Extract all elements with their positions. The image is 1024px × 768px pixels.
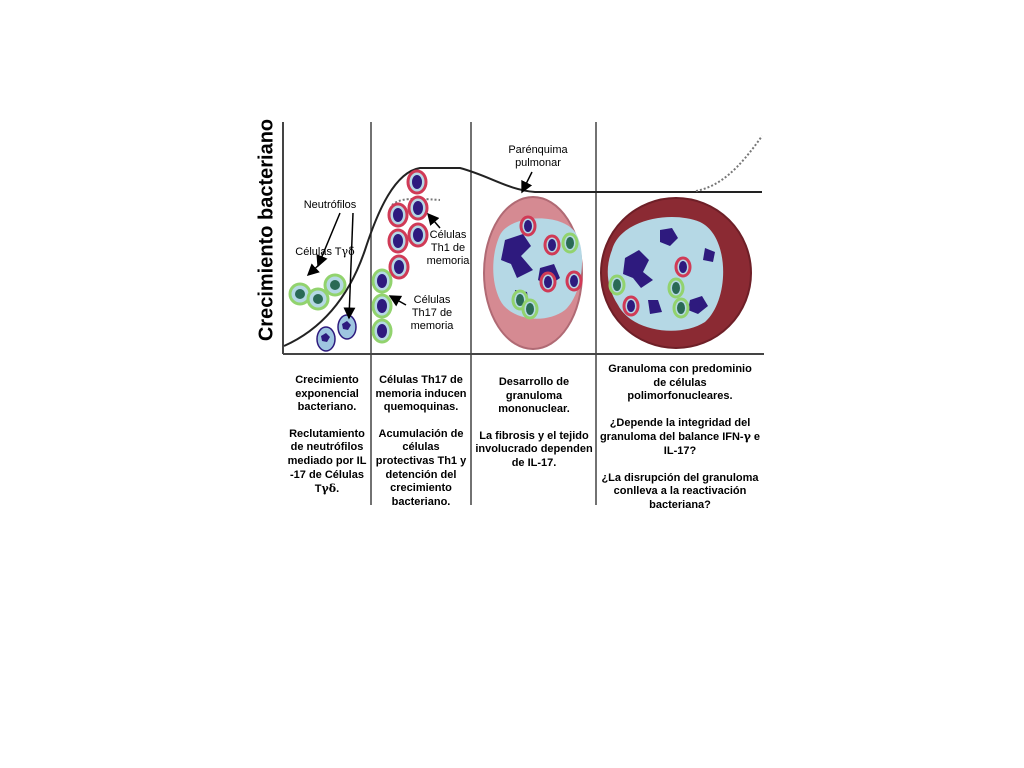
panel-1-text: Crecimiento exponencial bacteriano. Recl… [287,374,367,497]
panel-3-text: Desarrollo de granuloma mononuclear. La … [474,376,594,471]
arrow-parenquima [521,171,533,194]
tgd-cells [288,273,347,311]
panel-1-p2: Reclutamiento de neutrófilos mediado por… [287,428,367,497]
panel-1-p1: Crecimiento exponencial bacteriano. [295,374,359,414]
panel-1-p2-suffix: . [336,483,340,496]
panel-4-text: Granuloma con predominio de células poli… [597,363,763,512]
growth-curve [283,167,762,347]
panel-2-p1: Células Th17 de memoria inducen quemoqui… [375,374,467,414]
label-th17: Células Th17 de memoria [410,294,454,332]
neutrophil-cells [316,314,357,352]
growth-curve-dotted [391,197,441,206]
arrow-neutrofilos-2 [343,212,356,320]
arrow-tgd [306,261,323,277]
panel-2-text: Células Th17 de memoria inducen quemoqui… [372,374,470,509]
panel-4-p1: Granuloma con predominio de células poli… [608,363,752,403]
label-celulas-tgd: Células Tγδ [288,245,362,259]
label-th1: Células Th1 de memoria [426,229,470,267]
arrow-neutrofilos-1 [316,212,341,268]
panel-4-p2-prefix: ¿Depende la integridad del granuloma del… [599,416,751,444]
panel-1-p2-greek: γδ [321,482,337,496]
panel-4-p3: ¿La disrupción del granuloma conlleva a … [601,471,759,511]
panel-4-p2: ¿Depende la integridad del granuloma del… [597,417,763,459]
label-parenquima: Parénquima pulmonar [508,144,568,169]
panel-2-p2: Acumulación de células protectivas Th1 y… [375,427,467,508]
arrow-th17 [388,295,407,307]
y-axis-label: Crecimiento bacteriano [255,118,278,342]
label-neutrofilos: Neutrófilos [303,199,357,211]
label-celulas-tgd-greek: γδ [341,245,355,258]
panel-4-p2-greek: γ [743,430,751,444]
y-axis-label-container: Crecimiento bacteriano [252,119,282,341]
granuloma-polymorphonuclear [600,197,752,349]
panel-3-p2: La fibrosis y el tejido involucrado depe… [475,429,593,469]
granuloma-mononuclear [483,196,583,350]
th17-cells [371,268,393,344]
panel-4-p2-suffix: e IL-17? [663,431,761,457]
panel-1-p2-prefix: Reclutamiento de neutrófilos mediado por… [287,427,367,496]
reactivation-curve [695,135,763,192]
panel-3-p1: Desarrollo de granuloma mononuclear. [498,376,570,416]
arrow-th1 [427,212,441,229]
label-celulas-tgd-prefix: Células T [295,246,342,258]
th1-cells [387,169,429,280]
